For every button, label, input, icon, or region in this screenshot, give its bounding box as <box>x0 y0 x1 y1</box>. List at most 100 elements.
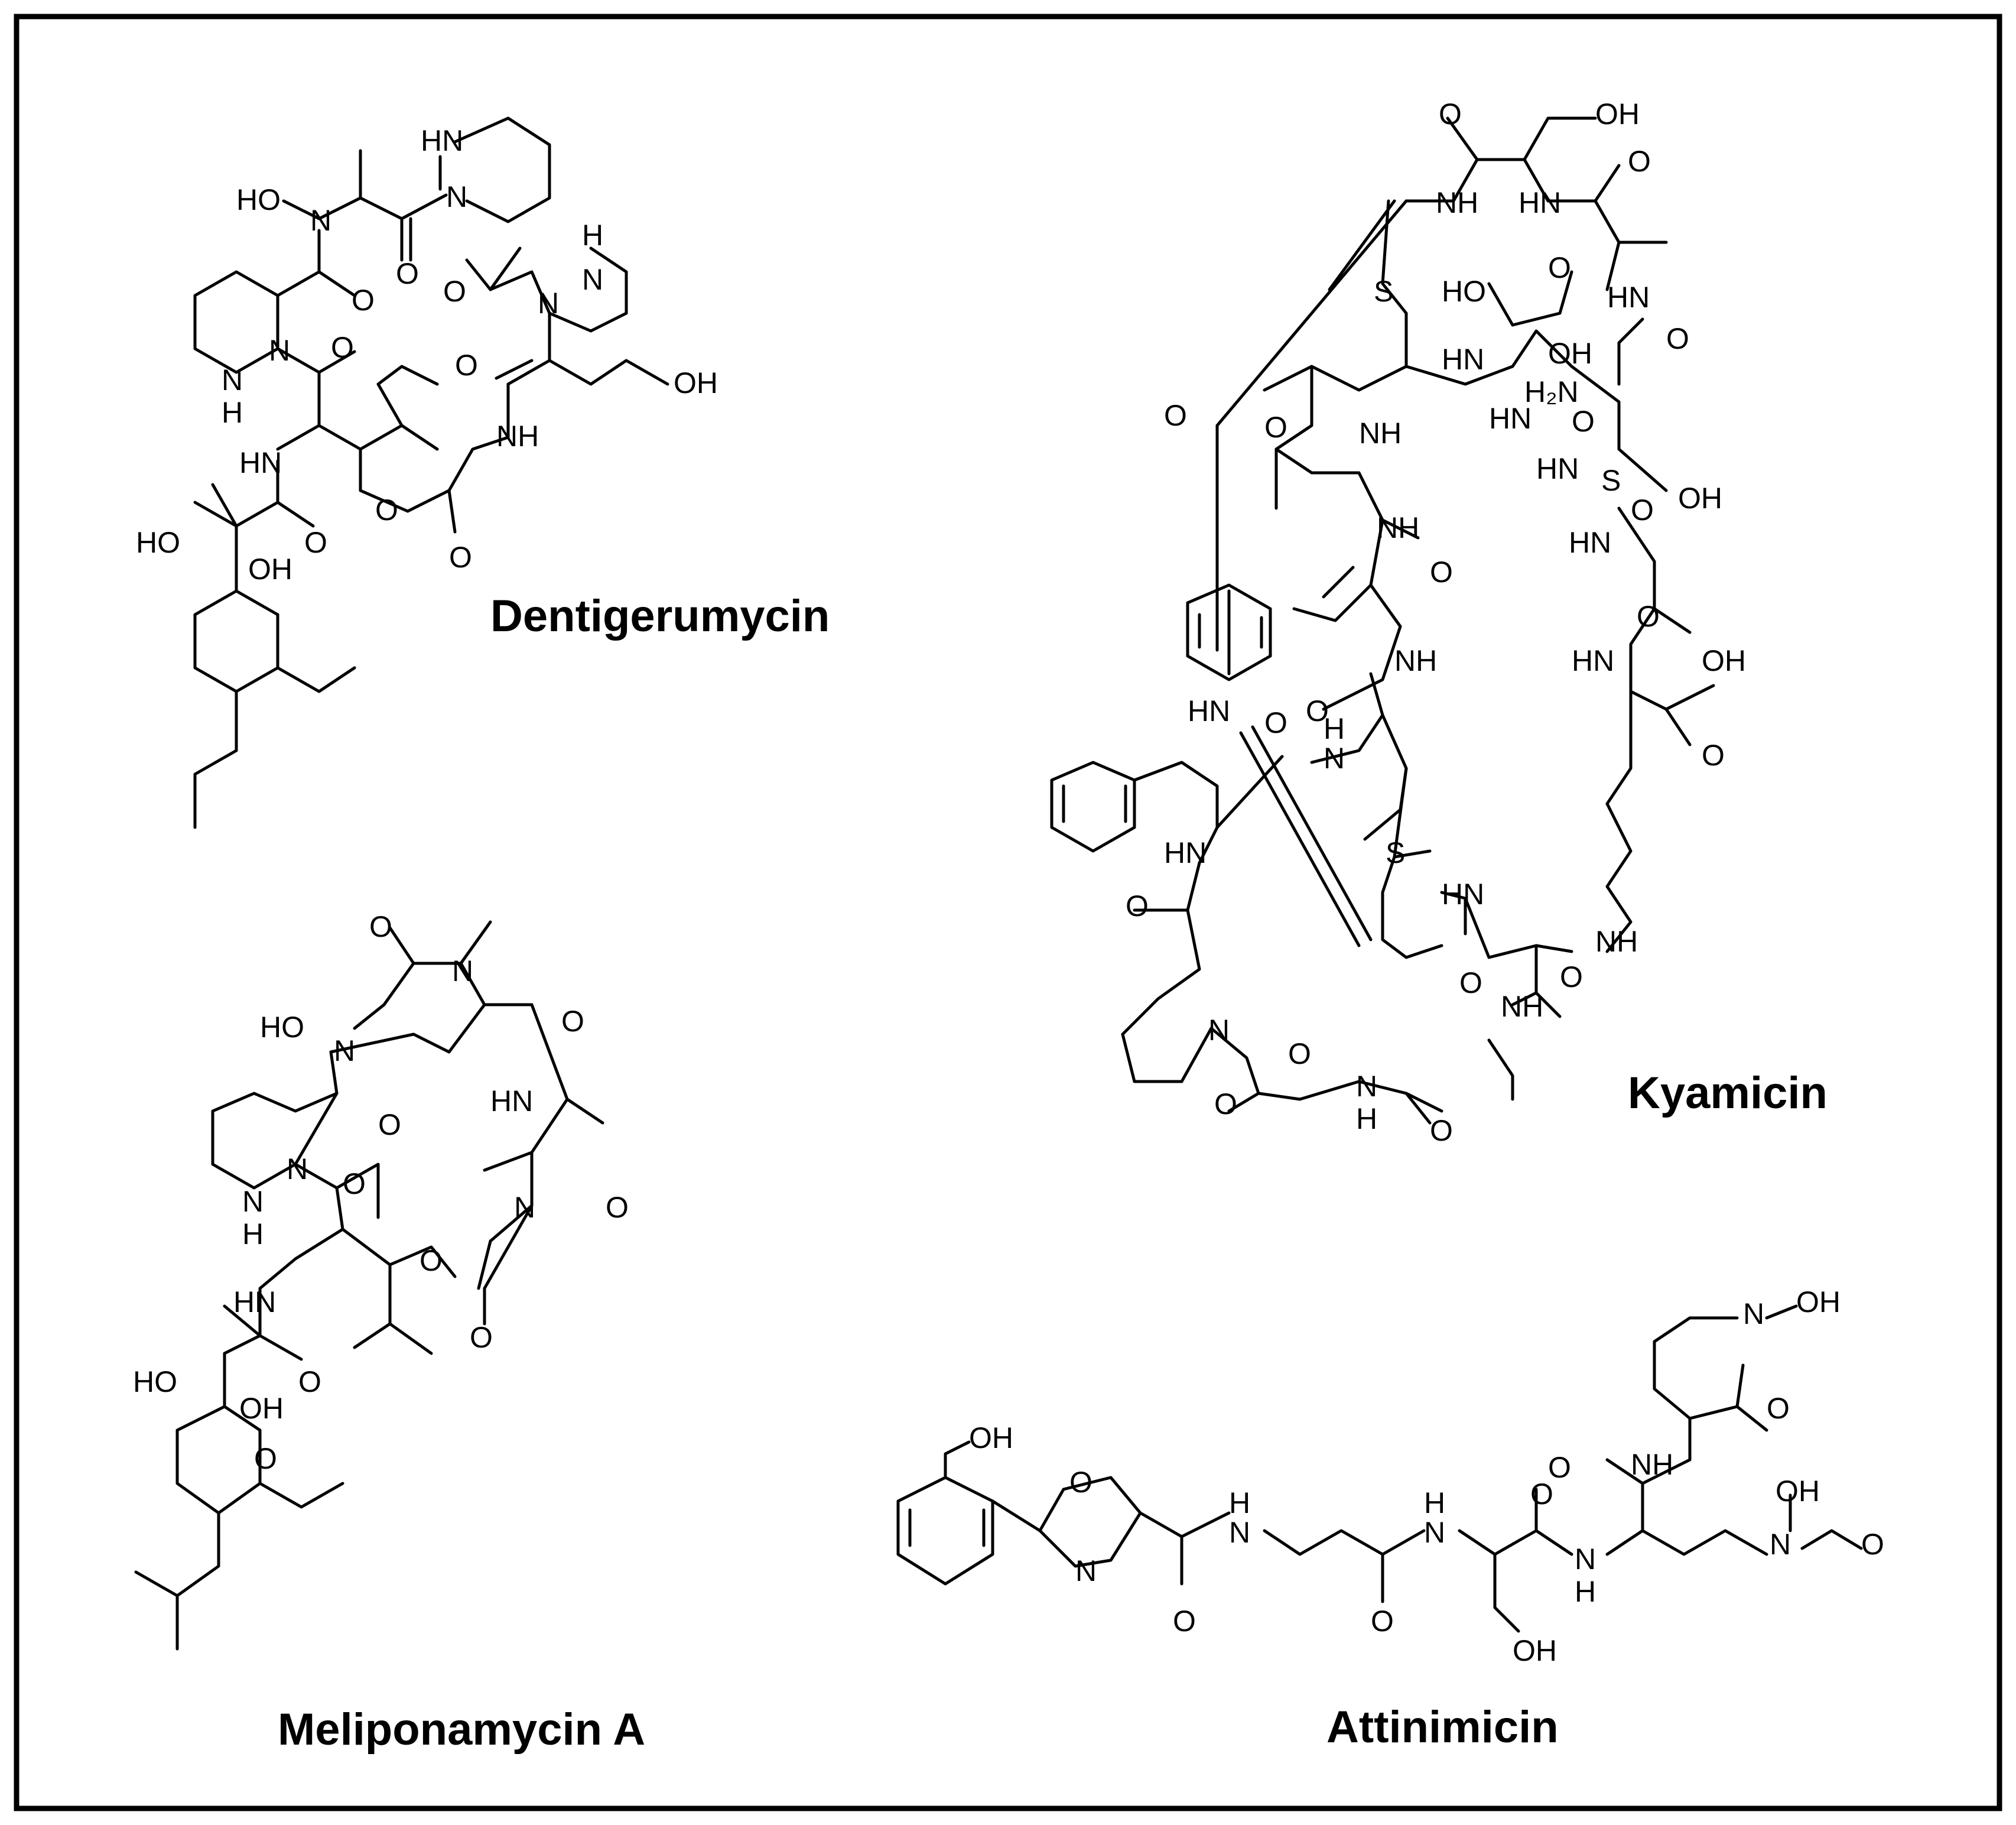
atom-label: O <box>1572 405 1595 438</box>
atom-label: N <box>1208 1014 1230 1047</box>
atom-label: O <box>1459 966 1482 999</box>
atom-label: NH <box>1595 925 1638 958</box>
atom-label: N <box>446 180 467 213</box>
atom-label: O <box>1288 1037 1311 1070</box>
atom-label: H₂N <box>1524 375 1579 408</box>
bond <box>193 690 238 829</box>
bond <box>294 1162 380 1219</box>
atom-label: NH <box>1501 990 1543 1023</box>
atom-label: N <box>269 334 290 367</box>
atom-label: H <box>1324 712 1345 745</box>
bond <box>317 229 356 297</box>
atom-label: H <box>1575 1575 1596 1608</box>
atom-label: OH <box>969 1421 1013 1454</box>
atom-label: O <box>455 349 478 382</box>
atom-label: O <box>1164 399 1187 432</box>
figure-border <box>14 14 2002 1811</box>
bond <box>376 365 439 427</box>
bond <box>223 1257 297 1355</box>
atom-label: O <box>1548 251 1571 284</box>
bond <box>1800 1529 1863 1550</box>
bond <box>258 1334 303 1361</box>
atom-label: HN <box>1607 281 1650 314</box>
atom-label: O <box>561 1005 584 1038</box>
atom-label: O <box>420 1244 443 1277</box>
atom-label: O <box>1430 1114 1453 1147</box>
kyamicin-atoms: O OH NH HN O S HO O HN OH O HN H₂N O O N… <box>1126 98 1828 1147</box>
atom-label: N <box>538 287 559 320</box>
atom-label: O <box>1767 1392 1790 1425</box>
bond <box>1641 1458 1692 1485</box>
atom-label: HN <box>239 446 282 479</box>
bond <box>388 920 492 965</box>
atom-label: O <box>1530 1477 1553 1511</box>
bond <box>465 258 492 291</box>
atom-label: O <box>1548 1451 1571 1484</box>
bond <box>1404 1092 1443 1113</box>
atom-label: O <box>1666 322 1689 355</box>
bond <box>1653 1316 1739 1462</box>
bond <box>1381 767 1408 894</box>
atom-label: NH <box>496 420 539 453</box>
atom-label: N <box>514 1191 535 1224</box>
bond <box>1605 1458 1644 1556</box>
bond <box>223 1304 262 1337</box>
bond <box>1186 583 1272 681</box>
atom-label: HN <box>1164 836 1207 869</box>
atom-label: S <box>1601 464 1621 497</box>
bond <box>1765 1304 1798 1320</box>
bond <box>1263 365 1408 392</box>
bond <box>193 270 279 374</box>
atom-label: N <box>222 363 243 397</box>
atom-label: O <box>1702 739 1725 772</box>
bond <box>1381 891 1443 959</box>
bond <box>353 1263 392 1349</box>
dentigerumycin-bonds <box>193 116 669 829</box>
atom-label: N <box>452 954 473 988</box>
bond <box>1209 1027 1432 1125</box>
bond <box>896 1476 994 1586</box>
atom-label: H <box>242 1217 264 1251</box>
bond <box>276 424 321 451</box>
bond <box>258 1482 344 1509</box>
bond <box>276 347 321 374</box>
atom-label: HN <box>1572 644 1614 677</box>
atom-label: HO <box>236 183 281 216</box>
atom-label: HO <box>260 1011 304 1044</box>
atom-label: O <box>1069 1466 1092 1499</box>
atom-label: O <box>1306 694 1329 728</box>
atom-label: N <box>1770 1528 1791 1561</box>
bond <box>317 424 439 451</box>
atom-label: OH <box>1548 337 1592 370</box>
bond <box>276 666 356 693</box>
atom-label: HO <box>1442 275 1486 308</box>
bond <box>282 193 448 220</box>
bond <box>134 1511 220 1597</box>
bond <box>1263 1529 1384 1603</box>
atom-label: H <box>582 219 603 252</box>
atom-label: N <box>582 263 603 296</box>
bond <box>1328 199 1396 291</box>
atom-label: NH <box>1631 1448 1673 1481</box>
atom-label: O <box>396 257 419 290</box>
atom-label: O <box>1214 1087 1237 1121</box>
bond <box>1664 707 1692 746</box>
atom-label: O <box>298 1365 321 1398</box>
atom-label: O <box>254 1442 277 1475</box>
bond <box>495 359 534 380</box>
atom-label: O <box>1126 889 1149 923</box>
bond <box>406 436 510 513</box>
bond <box>548 359 669 386</box>
bond <box>276 270 321 297</box>
atom-label: O <box>470 1321 493 1354</box>
bond <box>1594 199 1668 244</box>
atom-label: OH <box>1796 1285 1841 1319</box>
atom-label: N <box>1075 1554 1097 1587</box>
atom-label: N <box>1324 742 1345 775</box>
bond <box>1239 731 1361 947</box>
atom-label: HO <box>136 526 180 559</box>
bond <box>1605 241 1621 291</box>
bond <box>447 1003 486 1054</box>
atom-label: O <box>304 526 327 559</box>
bond <box>1534 1529 1573 1556</box>
